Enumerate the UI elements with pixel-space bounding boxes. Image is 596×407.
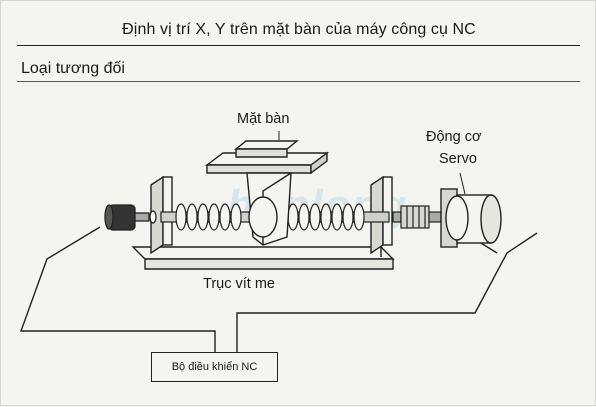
label-lead-screw: Trục vít me	[203, 276, 275, 292]
label-servo-line2: Servo	[439, 151, 477, 167]
section-subtitle: Loại tương đối	[21, 60, 125, 77]
servo-motor	[440, 188, 502, 248]
machine-base	[131, 246, 395, 270]
work-table	[204, 140, 330, 246]
title-divider	[17, 45, 580, 46]
label-servo-line1: Động cơ	[426, 129, 482, 145]
leader-lines	[278, 131, 466, 195]
left-bearing-bracket	[150, 175, 173, 255]
nc-controller-label: Bộ điều khiển NC	[171, 361, 258, 373]
control-wiring	[20, 226, 538, 352]
label-table: Mặt bàn	[237, 111, 290, 127]
nc-controller-box: Bộ điều khiển NC	[151, 352, 278, 382]
hand-knob	[104, 204, 157, 231]
subtitle-divider	[17, 81, 580, 82]
coupling	[392, 205, 442, 229]
page-title: Định vị trí X, Y trên mặt bàn của máy cô…	[122, 21, 476, 38]
